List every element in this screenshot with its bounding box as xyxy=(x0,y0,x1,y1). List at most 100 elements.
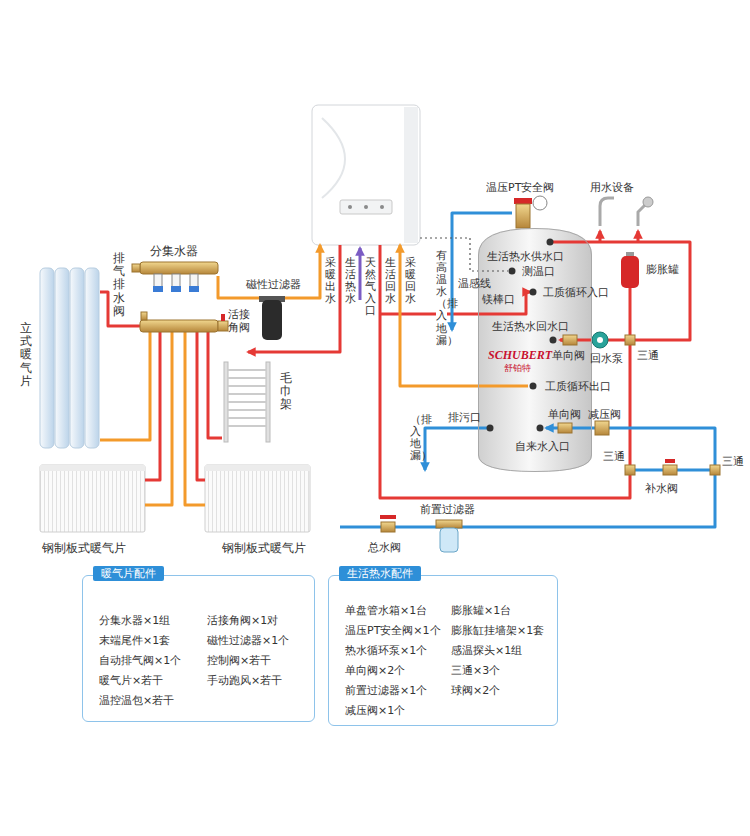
water-pipes xyxy=(629,288,632,340)
vertical-label: （排入地漏） xyxy=(410,414,421,462)
towel-rack xyxy=(228,370,266,426)
tank-ports xyxy=(530,289,537,296)
part-label: 自来水入口 xyxy=(515,440,570,453)
part-label: 补水阀 xyxy=(645,482,678,495)
water-outlets xyxy=(643,197,653,207)
manifold xyxy=(172,274,180,288)
part-label: 活接角阀 xyxy=(228,308,251,334)
parts-list-item: 球阀×2个 xyxy=(451,684,500,697)
parts-list-item: 膨胀罐×1台 xyxy=(451,604,511,617)
part-label: 工质循环入口 xyxy=(543,286,609,299)
gas-boiler xyxy=(312,105,420,245)
parts-list-item: 自动排气阀×1个 xyxy=(99,654,181,667)
gas-boiler xyxy=(364,205,368,209)
valves-and-fittings xyxy=(625,335,635,345)
valves-and-fittings xyxy=(558,423,572,433)
manifold xyxy=(140,262,218,274)
towel-rack xyxy=(266,362,270,442)
heating-pipes xyxy=(145,332,160,480)
part-label: 总水阀 xyxy=(368,541,401,554)
vertical-label: 有高温水（排入地漏） xyxy=(436,250,447,347)
vertical-label: 立式暖气片 xyxy=(20,322,32,388)
tank-ports xyxy=(487,239,557,432)
tank-outline xyxy=(479,229,592,472)
part-label: 三通 xyxy=(603,450,625,463)
vertical-radiator xyxy=(40,268,54,448)
vertical-label: 采暖出水 xyxy=(325,257,336,305)
gas-boiler xyxy=(312,105,420,245)
water-pipes xyxy=(340,213,715,527)
vertical-label: 毛巾架 xyxy=(280,372,292,412)
panel-radiator xyxy=(205,465,310,471)
part-label: 前置过滤器 xyxy=(420,503,475,516)
gas-boiler xyxy=(340,200,392,214)
valves-and-fittings xyxy=(663,465,677,475)
gas-boiler xyxy=(348,205,352,209)
vertical-label: 生活热水 xyxy=(345,257,356,305)
manifold xyxy=(132,262,228,332)
parts-list-item: 膨胀缸挂墙架×1套 xyxy=(451,624,544,637)
parts-list-item: 手动跑风×若干 xyxy=(207,674,282,687)
parts-list-item: 热水循环泵×1个 xyxy=(345,644,427,657)
valves-and-fittings xyxy=(665,459,675,463)
manifold xyxy=(221,314,225,321)
valves-and-fittings xyxy=(436,520,462,528)
part-label: 镁棒口 xyxy=(482,293,515,306)
part-label: 生活热水回水口 xyxy=(492,320,569,333)
manifold xyxy=(140,320,218,332)
part-label: 单向阀 xyxy=(552,349,585,362)
heating-pipes xyxy=(248,245,340,352)
heating-pipes xyxy=(380,292,530,314)
manifold xyxy=(132,264,140,272)
water-pipes xyxy=(599,231,602,242)
panel-radiator xyxy=(40,465,145,532)
water-pipes xyxy=(340,428,715,527)
gas-boiler xyxy=(380,205,384,209)
pt-safety-valve xyxy=(533,196,547,210)
part-label: 膨胀罐 xyxy=(646,263,679,276)
vertical-label: 采暖回水 xyxy=(405,257,416,305)
heating-pipes xyxy=(197,332,205,480)
tank-ports xyxy=(487,425,494,432)
parts-list-item: 三通×3个 xyxy=(451,664,500,677)
part-label: 单向阀 xyxy=(548,408,581,421)
towel-rack xyxy=(224,362,270,442)
water-outlets xyxy=(638,205,645,226)
manifold xyxy=(189,286,199,292)
part-label: 钢制板式暖气片 xyxy=(42,541,126,555)
valves-and-fittings xyxy=(592,332,608,348)
valves-and-fittings xyxy=(625,465,635,475)
water-outlets xyxy=(600,198,614,226)
valves-and-fittings xyxy=(597,337,603,343)
tank-ports xyxy=(547,239,554,246)
heating-pipes xyxy=(100,332,150,440)
gas-boiler xyxy=(322,118,345,198)
parts-list-item: 前置过滤器×1个 xyxy=(345,684,427,697)
part-label: 分集水器 xyxy=(150,244,198,258)
heating-pipes xyxy=(145,332,172,505)
parts-list-panel: 生活热水配件单盘管水箱×1台膨胀罐×1台温压PT安全阀×1个膨胀缸挂墙架×1套热… xyxy=(328,575,558,726)
parts-list-item: 活接角阀×1对 xyxy=(207,614,278,627)
part-label: 磁性过滤器 xyxy=(246,278,301,291)
valves-and-fittings xyxy=(595,421,609,435)
parts-list-item: 单盘管水箱×1台 xyxy=(345,604,427,617)
magnetic-filter xyxy=(262,300,282,340)
manifold xyxy=(218,321,228,331)
magnetic-filter xyxy=(259,296,285,340)
manifold xyxy=(190,274,198,288)
pt-safety-valve xyxy=(514,198,532,204)
part-label: 温压PT安全阀 xyxy=(486,181,554,194)
parts-list-item: 温控温包×若干 xyxy=(99,694,174,707)
valves-and-fittings xyxy=(440,528,458,552)
vertical-radiator xyxy=(40,268,99,448)
water-tank-body xyxy=(478,228,592,472)
heating-pipes xyxy=(218,245,320,298)
parts-list-item: 温压PT安全阀×1个 xyxy=(345,624,441,637)
heating-pipes xyxy=(359,248,362,300)
panel-radiator xyxy=(40,465,145,471)
vertical-label: 天然气入口 xyxy=(365,257,376,317)
brand-name: 舒铂特 xyxy=(504,363,531,374)
water-tank-body xyxy=(478,228,592,472)
